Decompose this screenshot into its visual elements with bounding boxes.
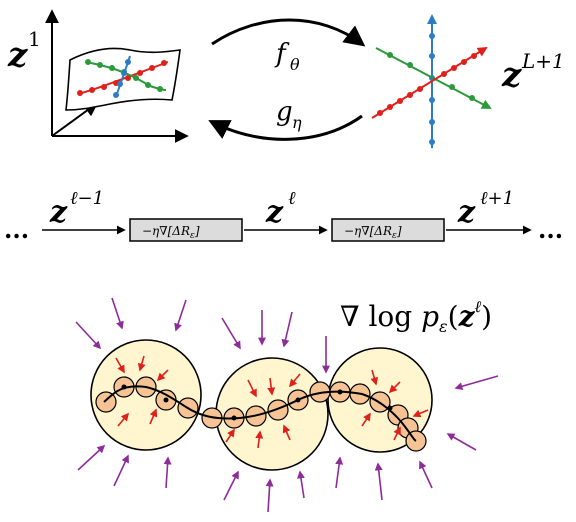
top-section: z 1 — [7, 9, 565, 148]
axes-3d — [45, 9, 189, 143]
linear-subspaces — [371, 14, 492, 148]
score-function-label: ∇ log pε(zℓ) — [340, 297, 492, 336]
inverse-map-label: g — [276, 97, 293, 127]
ellipsis-left: ... — [4, 215, 29, 244]
red-subspace-points — [377, 53, 477, 116]
inverse-map-arrow — [208, 114, 363, 141]
forward-map-sub: θ — [290, 55, 300, 74]
bottom-section: ∇ log pε(zℓ) — [75, 297, 499, 513]
inverse-map-sub: η — [292, 113, 302, 132]
forward-map-label: f — [274, 39, 290, 69]
zL-label-sup: L+1 — [521, 49, 565, 73]
z1-label-base: z — [7, 35, 28, 75]
zL-label-base: z — [501, 55, 522, 95]
trajectory-points — [121, 384, 393, 421]
z-cur-base: z — [265, 195, 284, 230]
z-next-sup: ℓ+1 — [480, 188, 514, 209]
z-next-base: z — [457, 195, 476, 230]
z-prev-sup: ℓ−1 — [70, 188, 104, 209]
middle-section: ... z ℓ−1 −η∇[ΔRε] z ℓ −η∇[ΔRε] z ℓ+1 ..… — [4, 188, 563, 244]
z1-label-sup: 1 — [28, 27, 41, 51]
z-prev-base: z — [49, 195, 68, 230]
box2-label: −η∇[ΔRε] — [344, 224, 402, 241]
axis-depth — [51, 102, 99, 137]
red-compression-arrows — [115, 355, 429, 449]
manifold-red-curve — [77, 60, 169, 96]
data-trajectory — [103, 385, 417, 442]
forward-map-arrow — [211, 18, 366, 47]
purple-score-arrows — [75, 297, 499, 513]
manifold-blue-curve — [113, 55, 131, 98]
z-cur-sup: ℓ — [288, 188, 296, 209]
green-subspace-points — [387, 52, 475, 101]
gradient-step-box-2 — [331, 218, 445, 242]
gradient-step-box-1 — [129, 218, 243, 242]
ellipsis-right: ... — [538, 215, 563, 244]
box1-label: −η∇[ΔRε] — [142, 224, 200, 241]
